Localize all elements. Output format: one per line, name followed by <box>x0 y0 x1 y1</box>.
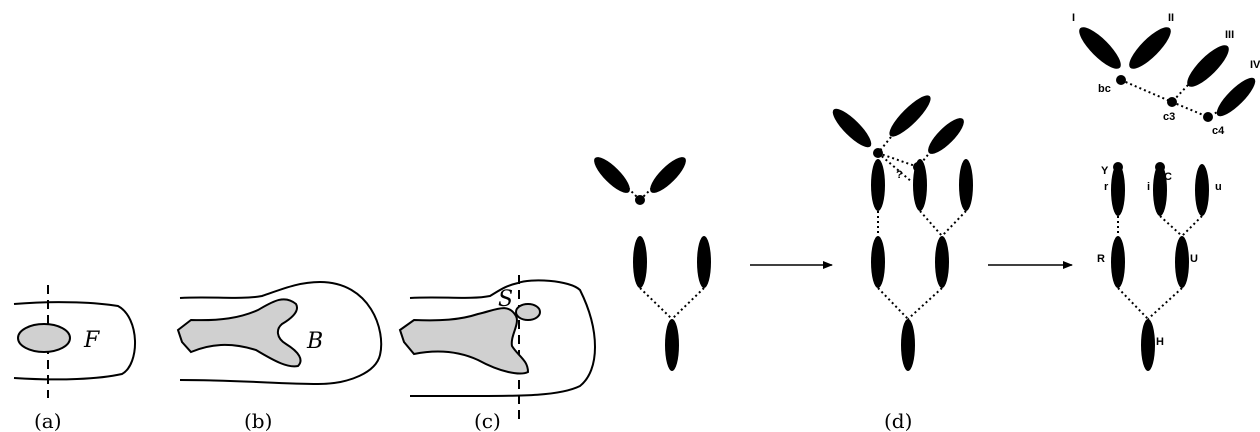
segment-link <box>640 288 672 319</box>
region-b-shape <box>178 299 301 366</box>
leaf-left <box>589 152 634 197</box>
panel-d-stage-2: ? <box>828 91 973 371</box>
panel-d-stage-1 <box>589 152 711 371</box>
segment-link <box>942 211 966 236</box>
segment-link <box>1118 288 1148 319</box>
leaf-iii <box>1182 40 1234 92</box>
region-f-shape <box>18 324 70 352</box>
panel-c: S (c) <box>400 275 595 432</box>
segment-i <box>1153 164 1167 216</box>
question-label: ? <box>896 169 903 181</box>
segment-big-u <box>1175 236 1189 288</box>
region-s-shape <box>516 304 540 320</box>
label-iv: IV <box>1250 59 1260 71</box>
leaf-right <box>645 152 690 197</box>
label-y: Y <box>1101 165 1109 177</box>
label-c4: c4 <box>1212 125 1225 137</box>
segment-link <box>1148 288 1182 319</box>
panel-d-stage-3: I II III IV bc c3 c4 Y C r i u R U H <box>1072 12 1260 371</box>
segment-link <box>1182 216 1202 236</box>
branch-link <box>878 153 918 167</box>
region-s-label: S <box>498 287 513 312</box>
segment-link <box>920 211 942 236</box>
segment-top-1 <box>871 159 885 211</box>
label-u: u <box>1215 181 1222 193</box>
label-iii: III <box>1225 29 1234 41</box>
panel-a-caption: (a) <box>34 409 62 432</box>
segment-u <box>1195 164 1209 216</box>
region-b-shape-c <box>400 308 528 373</box>
panel-c-caption: (c) <box>474 409 501 432</box>
segment-base <box>665 319 679 371</box>
leaf-2 <box>885 91 936 142</box>
segment-base <box>901 319 915 371</box>
branch-link <box>1121 80 1172 102</box>
leaf-iv <box>1212 73 1260 121</box>
region-f-label: F <box>83 328 100 353</box>
label-h: H <box>1156 336 1164 348</box>
leaf-i <box>1074 22 1126 74</box>
label-c3: c3 <box>1163 111 1175 123</box>
segment-link <box>878 288 908 319</box>
label-big-u: U <box>1190 253 1198 265</box>
segment-link <box>1160 216 1182 236</box>
leaf-ii <box>1124 22 1176 74</box>
segment-right <box>697 236 711 288</box>
segment-top-2 <box>913 159 927 211</box>
label-ii: II <box>1168 12 1174 24</box>
label-bc: bc <box>1098 83 1111 95</box>
segment-left <box>633 236 647 288</box>
segment-link <box>672 288 704 319</box>
leaf-1 <box>828 104 876 152</box>
panel-b: B (b) <box>178 282 381 432</box>
panel-a: F (a) <box>14 285 135 432</box>
segment-mid-2 <box>935 236 949 288</box>
segment-link <box>908 288 942 319</box>
segment-mid-1 <box>871 236 885 288</box>
segment-big-r <box>1111 236 1125 288</box>
label-i-small: i <box>1147 181 1150 193</box>
label-r: r <box>1104 181 1109 193</box>
panel-d-caption: (d) <box>884 409 912 432</box>
label-big-r: R <box>1097 253 1105 265</box>
region-b-label: B <box>306 329 323 354</box>
segment-h <box>1141 319 1155 371</box>
branch-link <box>1172 102 1208 117</box>
panel-b-outline-top <box>180 282 320 298</box>
panel-b-caption: (b) <box>244 409 272 432</box>
label-i: I <box>1072 12 1075 24</box>
segment-top-3 <box>959 159 973 211</box>
